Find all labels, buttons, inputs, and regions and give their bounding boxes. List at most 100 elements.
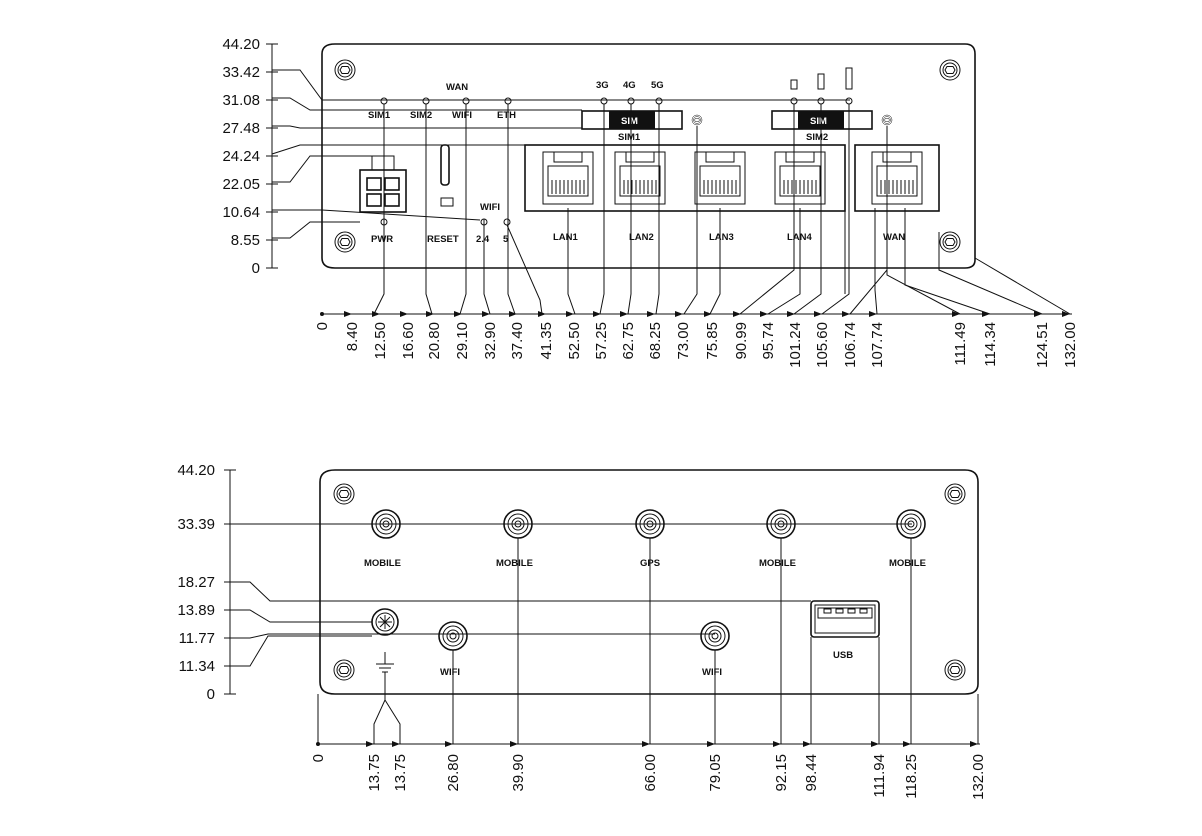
top-view-housing <box>321 43 976 269</box>
signal-led-2 <box>817 97 825 105</box>
y-dimension-label: 0 <box>207 686 215 703</box>
y-dimension-label: 11.34 <box>179 658 215 675</box>
screw-icon <box>333 659 355 681</box>
lan3-label: LAN3 <box>709 232 734 243</box>
wifi-antenna-icon <box>438 621 468 651</box>
3g-led <box>600 97 608 105</box>
ground-terminal <box>371 608 399 673</box>
wan-block: WAN <box>854 144 940 243</box>
x-dimension-label: 132.00 <box>1062 322 1079 368</box>
y-dimension-label: 18.27 <box>177 574 215 591</box>
x-dimension-label: 101.24 <box>787 322 804 368</box>
x-dimension-label: 90.99 <box>733 322 750 360</box>
4g-led <box>627 97 635 105</box>
mobile-3-label: MOBILE <box>759 558 796 569</box>
lan-block-outline <box>524 144 846 212</box>
3g-led-label: 3G <box>596 80 609 91</box>
y-dimension-label: 10.64 <box>222 204 260 221</box>
y-dimension-label: 44.20 <box>177 462 215 479</box>
screw-icon <box>881 114 893 126</box>
signal-led-1 <box>790 97 798 105</box>
x-dimension-label: 66.00 <box>642 754 659 792</box>
wan-led-label: WAN <box>446 82 468 93</box>
x-dimension-label: 29.10 <box>454 322 471 360</box>
sim-slot-2: SIM SIM2 <box>771 110 893 143</box>
sim1-slot-label-bg <box>609 111 655 129</box>
x-dimension-label: 114.34 <box>982 322 999 367</box>
5g-led-label: 5G <box>651 80 664 91</box>
eth-led-label: ETH <box>497 110 516 121</box>
x-dimension-label: 132.00 <box>970 754 987 800</box>
screw-icon <box>333 483 355 505</box>
y-dimension-label: 27.48 <box>222 120 260 137</box>
y-dimension-label: 0 <box>252 260 260 277</box>
bottom-view-housing <box>319 469 979 695</box>
wifi-5-label: 5 <box>503 234 509 245</box>
x-origin-dot <box>320 312 324 316</box>
x-dimension-label: 92.15 <box>773 754 790 792</box>
wifi-2-label: WIFI <box>702 667 722 678</box>
x-dimension-label: 118.25 <box>903 754 920 799</box>
x-dimension-label: 79.05 <box>707 754 724 792</box>
screw-icon <box>334 59 356 81</box>
y-dimension-label: 33.39 <box>177 516 215 533</box>
mobile-2-label: MOBILE <box>496 558 533 569</box>
power-connector: PWR <box>359 155 407 245</box>
wan-port-icon <box>871 151 923 205</box>
y-dimension-label: 22.05 <box>222 176 260 193</box>
4g-led-label: 4G <box>623 80 636 91</box>
x-dimension-label: 62.75 <box>620 322 637 360</box>
top-y-leader-lines <box>271 69 850 239</box>
sim2-led <box>422 97 430 105</box>
sim1-led-label: SIM1 <box>368 110 391 121</box>
signal-bar-1-icon <box>790 79 798 90</box>
x-dimension-label: 57.25 <box>593 322 610 360</box>
wifi-group-label: WIFI <box>480 202 500 213</box>
x-dimension-label: 75.85 <box>704 322 721 360</box>
pwr-label: PWR <box>371 234 393 245</box>
lan2-port-icon <box>614 151 666 205</box>
x-dimension-label: 13.75 <box>366 754 383 792</box>
y-dimension-label: 33.42 <box>222 64 260 81</box>
sim2-slot-label: SIM <box>810 116 827 127</box>
lan1-label: LAN1 <box>553 232 579 243</box>
wifi-1-label: WIFI <box>440 667 460 678</box>
y-dimension-label: 44.20 <box>222 36 260 53</box>
usb-label: USB <box>833 650 853 661</box>
wifi-led-label: WIFI <box>452 110 472 121</box>
x-dimension-label: 0 <box>314 322 331 330</box>
x-dimension-label: 98.44 <box>803 754 820 792</box>
signal-bar-2-icon <box>817 73 825 90</box>
screw-icon <box>691 114 703 126</box>
x-dimension-label: 73.00 <box>675 322 692 360</box>
x-dimension-label: 107.74 <box>869 322 886 368</box>
x-dimension-label: 105.60 <box>814 322 831 368</box>
screw-icon <box>944 659 966 681</box>
x-dimension-label: 8.40 <box>344 322 361 351</box>
bottom-x-leader-lines <box>317 538 979 744</box>
usb-port: USB <box>810 600 880 661</box>
sim1-led <box>380 97 388 105</box>
sim2-led-label: SIM2 <box>410 110 432 121</box>
x-dimension-label: 106.74 <box>842 322 859 368</box>
screw-icon <box>944 483 966 505</box>
y-dimension-label: 13.89 <box>177 602 215 619</box>
mobile-1-label: MOBILE <box>364 558 401 569</box>
x-dimension-label: 20.80 <box>426 322 443 360</box>
y-dimension-label: 8.55 <box>231 232 260 249</box>
x-dimension-label: 111.94 <box>871 754 888 798</box>
x-dimension-label: 37.40 <box>509 322 526 360</box>
y-dimension-label: 31.08 <box>222 92 260 109</box>
sim1-slot-caption: SIM1 <box>618 132 641 143</box>
x-dimension-label: 111.49 <box>952 322 969 366</box>
reset-button: RESET <box>427 144 459 245</box>
x-dimension-label: 95.74 <box>760 322 777 360</box>
x-dimension-label: 16.60 <box>400 322 417 360</box>
lan2-label: LAN2 <box>629 232 654 243</box>
x-dimension-label: 12.50 <box>372 322 389 360</box>
x-dimension-label: 41.35 <box>538 322 555 360</box>
